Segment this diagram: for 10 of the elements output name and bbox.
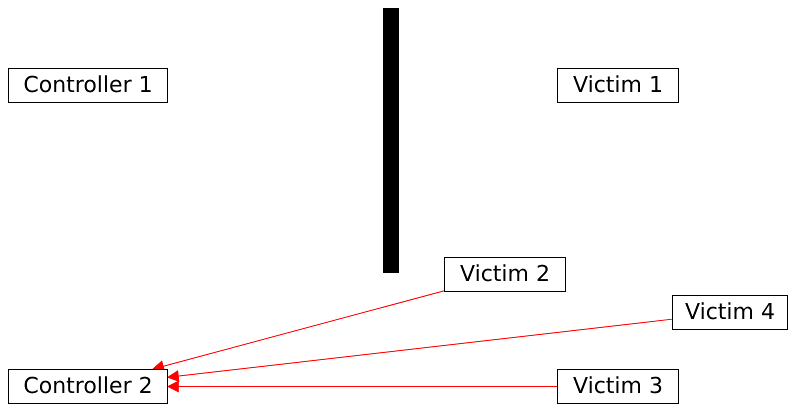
wall: [383, 8, 399, 273]
node-box: Victim 2: [444, 257, 566, 292]
arrow: [166, 318, 672, 382]
arrow: [166, 380, 558, 392]
node-box: Victim 3: [557, 369, 679, 404]
node-box: Controller 1: [8, 68, 168, 103]
arrow: [152, 290, 444, 372]
node-box: Victim 4: [672, 295, 788, 330]
node-box: Victim 1: [557, 68, 679, 103]
node-box: Controller 2: [8, 369, 168, 404]
